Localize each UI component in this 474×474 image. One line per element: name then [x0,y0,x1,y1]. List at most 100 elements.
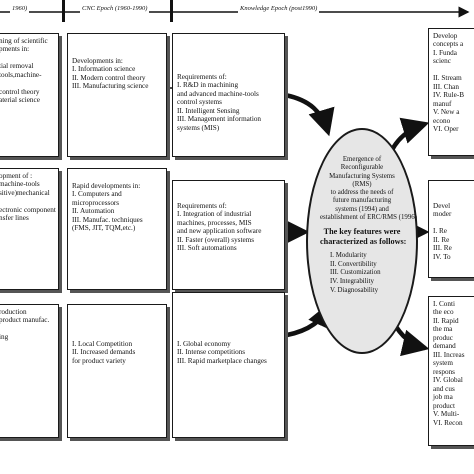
ellipse-feature-line: III. Customization [330,269,381,277]
col1-row3-line: product manufac. [0,316,50,325]
col2-row2-text: Rapid developments in:I. Computers and m… [72,182,162,233]
col3-row1-text: Requirements of:I. R&D in machining and … [177,73,280,132]
col1-row3-line: ing [0,333,9,342]
col5-bottom-line: system [433,359,453,368]
col2-row2-box: Rapid developments in:I. Computers and m… [67,168,167,290]
col2-row1-line: II. Modern control theory [72,73,146,82]
col5-mid-line: III. Re [433,244,452,253]
col2-row2-line: microprocessors [72,198,120,207]
col3-row2-line: machines, processes, MIS [177,218,252,227]
col5-top-line: II. Stream [433,74,462,83]
col3-row2-box: Requirements of:I. Integration of indust… [172,180,285,290]
ellipse-feature-line: IV. Integrability [330,277,374,285]
col1-row1-line: ning of scientific [0,37,48,45]
col2-row1-line: III. Manufacturing science [72,82,149,91]
col3-row1-line: III. Management information [177,115,262,124]
col2-row3-line: II. Increased demands [72,348,136,357]
col3-row1-line: and advanced machine-tools [177,89,259,98]
col1-row3-line [0,325,54,333]
col5-bottom-line: demand [433,342,456,351]
col2-row2-line: II. Automation [72,207,115,216]
col3-row1-box: Requirements of:I. R&D in machining and … [172,33,285,157]
timeline-divider-2 [170,0,173,22]
col1-row1-line [0,79,54,87]
col5-bottom-line: product [433,401,455,410]
ellipse-intro-line: (RMS) [352,180,372,188]
col3-row3-line: I. Global economy [177,340,231,348]
col2-row3-line: I. Local Competition [72,340,133,348]
col1-row2-line: nsfer lines [0,214,29,223]
col5-top-line: concepts a [433,40,464,49]
timeline-divider-1 [62,0,65,22]
col5-mid-line: Devel [433,202,451,210]
ellipse-intro-line: establishment of ERC/RMS (1996) [320,213,418,221]
col5-bottom-line: and cus [433,384,455,393]
ellipse-key-line: The key features were [323,227,401,237]
col5-top-line [433,66,474,74]
col1-row1-line [0,54,54,62]
col3-row1-line: I. R&D in machining [177,81,239,90]
col5-top-line: III. Chan [433,82,459,91]
col5-top-line: econo [433,116,451,125]
col3-row1-line: systems (MIS) [177,123,220,132]
col2-row2-line: I. Computers and [72,190,122,199]
col5-top-line: Develop [433,32,458,40]
col5-mid-line: moder [433,210,452,219]
col3-row3-line: III. Rapid marketplace changes [177,356,267,365]
col1-row2-line: opment of : [0,172,33,180]
col5-bottom-line: the ma [433,325,453,334]
col2-row2-line: Rapid developments in: [72,182,141,190]
col5-bottom-line: V. Multi- [433,410,460,419]
ellipse-intro-line: systems (1994) and [335,205,389,213]
ellipse-intro-line: future manufacturing [332,197,392,205]
col1-row2-line: machine-tools [0,180,40,189]
ellipse-feature-line: II. Convertibility [330,260,377,268]
era-label-1: 1960) [10,5,30,13]
col5-bottom-line: the eco [433,308,454,317]
ellipse-key-line: characterized as follows: [320,236,407,246]
col2-row2-line: III. Manufac. techniques [72,215,143,224]
col5-top-line: VI. Oper [433,125,459,134]
col1-row1-line: aterial science [0,96,40,105]
col5-top-line: V. New a [433,108,460,117]
col3-row1-line: control systems [177,98,222,107]
col5-bottom-line: job ma [433,393,453,402]
col5-bottom-line: IV. Global [433,376,463,385]
col1-row2-line: sitive)mechanical [0,188,50,197]
era-label-3: Knowledge Epoch (post1990) [238,5,320,13]
ellipse-feature-line: I. Modularity [330,252,367,260]
col3-row2-line: II. Faster (overall) systems [177,235,255,244]
col5-bottom-line: produc [433,333,453,342]
col2-row1-line: I. Information science [72,65,136,74]
col5-top-line: IV. Rule-B [433,91,465,100]
arrow-row1-to-ellipse [284,92,335,137]
era-label-2: CNC Epoch (1960-1990) [80,5,150,13]
col2-row1-line: Developments in: [72,57,123,65]
col5-bottom-line: VI. Recon [433,418,463,427]
col5-mid-line: II. Re [433,235,450,244]
col5-mid-line [433,219,474,227]
ellipse-intro-line: to address the needs of [330,189,394,197]
col5-top-line: scienc [433,57,451,66]
ellipse-feature-line: V. Diagnosability [330,286,379,294]
col3-row1-line: Requirements of: [177,73,227,81]
col1-row2-line [0,197,54,205]
ellipse-intro-line: Emergence of [342,156,382,163]
col5-top-line: I. Funda [433,48,457,57]
